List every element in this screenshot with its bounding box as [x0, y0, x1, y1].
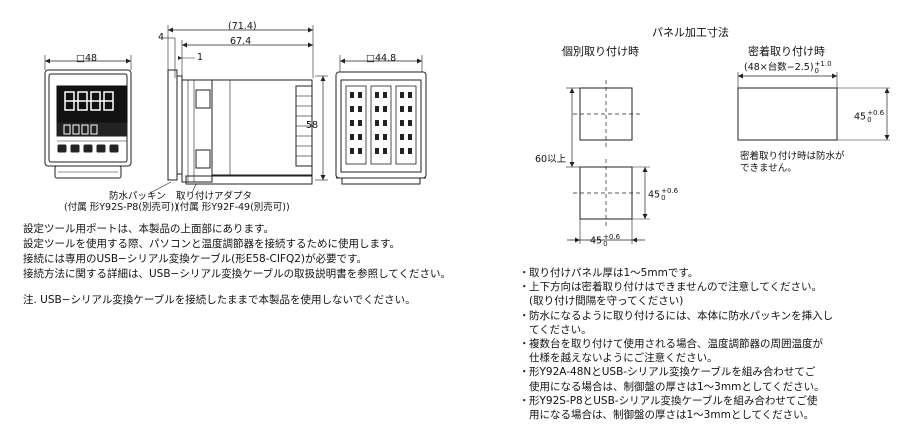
note-bullet: ・	[519, 309, 530, 322]
individual-spacing-label: 60以上	[535, 154, 567, 165]
note-bullet: ・	[519, 338, 530, 351]
adapter-name: 取り付けアダプタ	[176, 191, 253, 202]
side-depth-label: 67.4	[230, 36, 252, 47]
left-text-line-3: 接続には専用のUSB−シリアル変換ケーブル(形E58-CIFQ2)が必要です。	[23, 253, 367, 265]
left-text-note: 注. USB−シリアル変換ケーブルを接続したままで本製品を使用しないでください。	[23, 294, 416, 306]
note-line: 用になる場合は、制御盤の厚さは1〜3mmとしてください。	[529, 409, 815, 422]
note-line: 上下方向は密着取り付けはできませんので注意してください。	[529, 281, 823, 294]
note-line: 仕様を越えないようにご注意ください。	[529, 352, 718, 365]
individual-side-tol-upper: +0.6	[661, 187, 679, 195]
individual-title: 個別取り付け時	[562, 45, 639, 58]
left-text-line-2: 設定ツールを使用する際、パソコンと温度調節器を接続するために使用します。	[23, 238, 400, 250]
note-line: 防水になるように取り付けるには、本体に防水パッキンを挿入し	[529, 309, 834, 322]
gang-formula-tol-lower: 0	[814, 66, 819, 75]
gang-height-tol-lower: 0	[867, 116, 872, 124]
note-bullet: ・	[519, 394, 530, 407]
gang-formula-text: (48×台数−2.5)	[744, 62, 814, 73]
side-offset-1-label: 1	[197, 52, 204, 63]
panel-individual-drawing	[566, 80, 650, 244]
note-line: てください。	[529, 323, 592, 336]
note-line: 複数台を取り付けて使用される場合、温度調節器の周囲温度が	[529, 338, 823, 351]
note-line: 取り付けパネル厚は1〜5mmです。	[529, 267, 699, 279]
rear-width-label: □44.8	[366, 53, 397, 64]
left-text-line-4: 接続方法に関する詳細は、USB−シリアル変換ケーブルの取扱説明書を参照してくださ…	[23, 268, 451, 280]
front-width-label: □48	[76, 53, 98, 64]
panel-title: パネル加工寸法	[652, 26, 729, 39]
note-item: ・ 取り付けパネル厚は1〜5mmです。	[519, 266, 899, 280]
left-text-line-1: 設定ツール用ポートは、本製品の上面部にあります。	[23, 223, 274, 235]
side-overall-label: (71.4)	[228, 21, 257, 32]
note-line: 使用になる場合は、制御盤の厚さは1〜3mmとしてください。	[529, 380, 825, 393]
individual-side-tol-lower: 0	[661, 194, 666, 202]
rear-view	[335, 55, 427, 185]
note-item: ・ 形Y92S-P8とUSB-シリアル変換ケーブルを組み合わせてご使 用になる場…	[519, 394, 899, 422]
note-bullet: ・	[519, 267, 530, 279]
side-view	[149, 25, 328, 194]
side-height-label: 58	[306, 120, 319, 131]
note-bullet: ・	[519, 281, 530, 294]
adapter-note: (付属 形Y92F-49(別売可))	[176, 202, 290, 213]
side-offset-4-label: 4	[158, 32, 165, 43]
panel-gang-drawing	[737, 72, 890, 141]
note-line: 形Y92S-P8とUSB-シリアル変換ケーブルを組み合わせてご使	[529, 394, 818, 407]
front-view	[44, 55, 132, 179]
note-line: (取り付け間隔を守ってください)	[529, 295, 684, 308]
packing-name: 防水パッキン	[109, 191, 166, 202]
gang-height-tol-upper: +0.6	[867, 109, 885, 117]
note-item: ・ 複数台を取り付けて使用される場合、温度調節器の周囲温度が 仕様を越えないよう…	[519, 337, 899, 365]
gang-height-value: 45	[854, 111, 867, 123]
individual-bottom-tol-upper: +0.6	[603, 233, 621, 241]
individual-bottom-tol-lower: 0	[603, 240, 608, 248]
note-item: ・ 防水になるように取り付けるには、本体に防水パッキンを挿入し てください。	[519, 309, 899, 337]
gang-note-line1: 密着取り付け時は防水が	[740, 151, 845, 162]
note-line: 形Y92A-48NとUSB-シリアル変換ケーブルを組み合わせてご	[529, 366, 816, 379]
gang-title: 密着取り付け時	[748, 45, 825, 58]
individual-bottom-size-value: 45	[590, 235, 603, 247]
note-item: ・ 形Y92A-48NとUSB-シリアル変換ケーブルを組み合わせてご 使用になる…	[519, 365, 899, 393]
individual-side-size-value: 45	[648, 189, 661, 201]
note-item: ・ 上下方向は密着取り付けはできませんので注意してください。 (取り付け間隔を守…	[519, 280, 899, 308]
note-bullet: ・	[519, 366, 530, 379]
gang-note-line2: できません。	[740, 163, 797, 174]
packing-note: (付属 形Y92S-P8(別売可))	[64, 202, 178, 213]
gang-formula-tol-upper: +1.0	[814, 59, 832, 68]
right-notes-list: ・ 取り付けパネル厚は1〜5mmです。 ・ 上下方向は密着取り付けはできませんの…	[519, 266, 899, 422]
